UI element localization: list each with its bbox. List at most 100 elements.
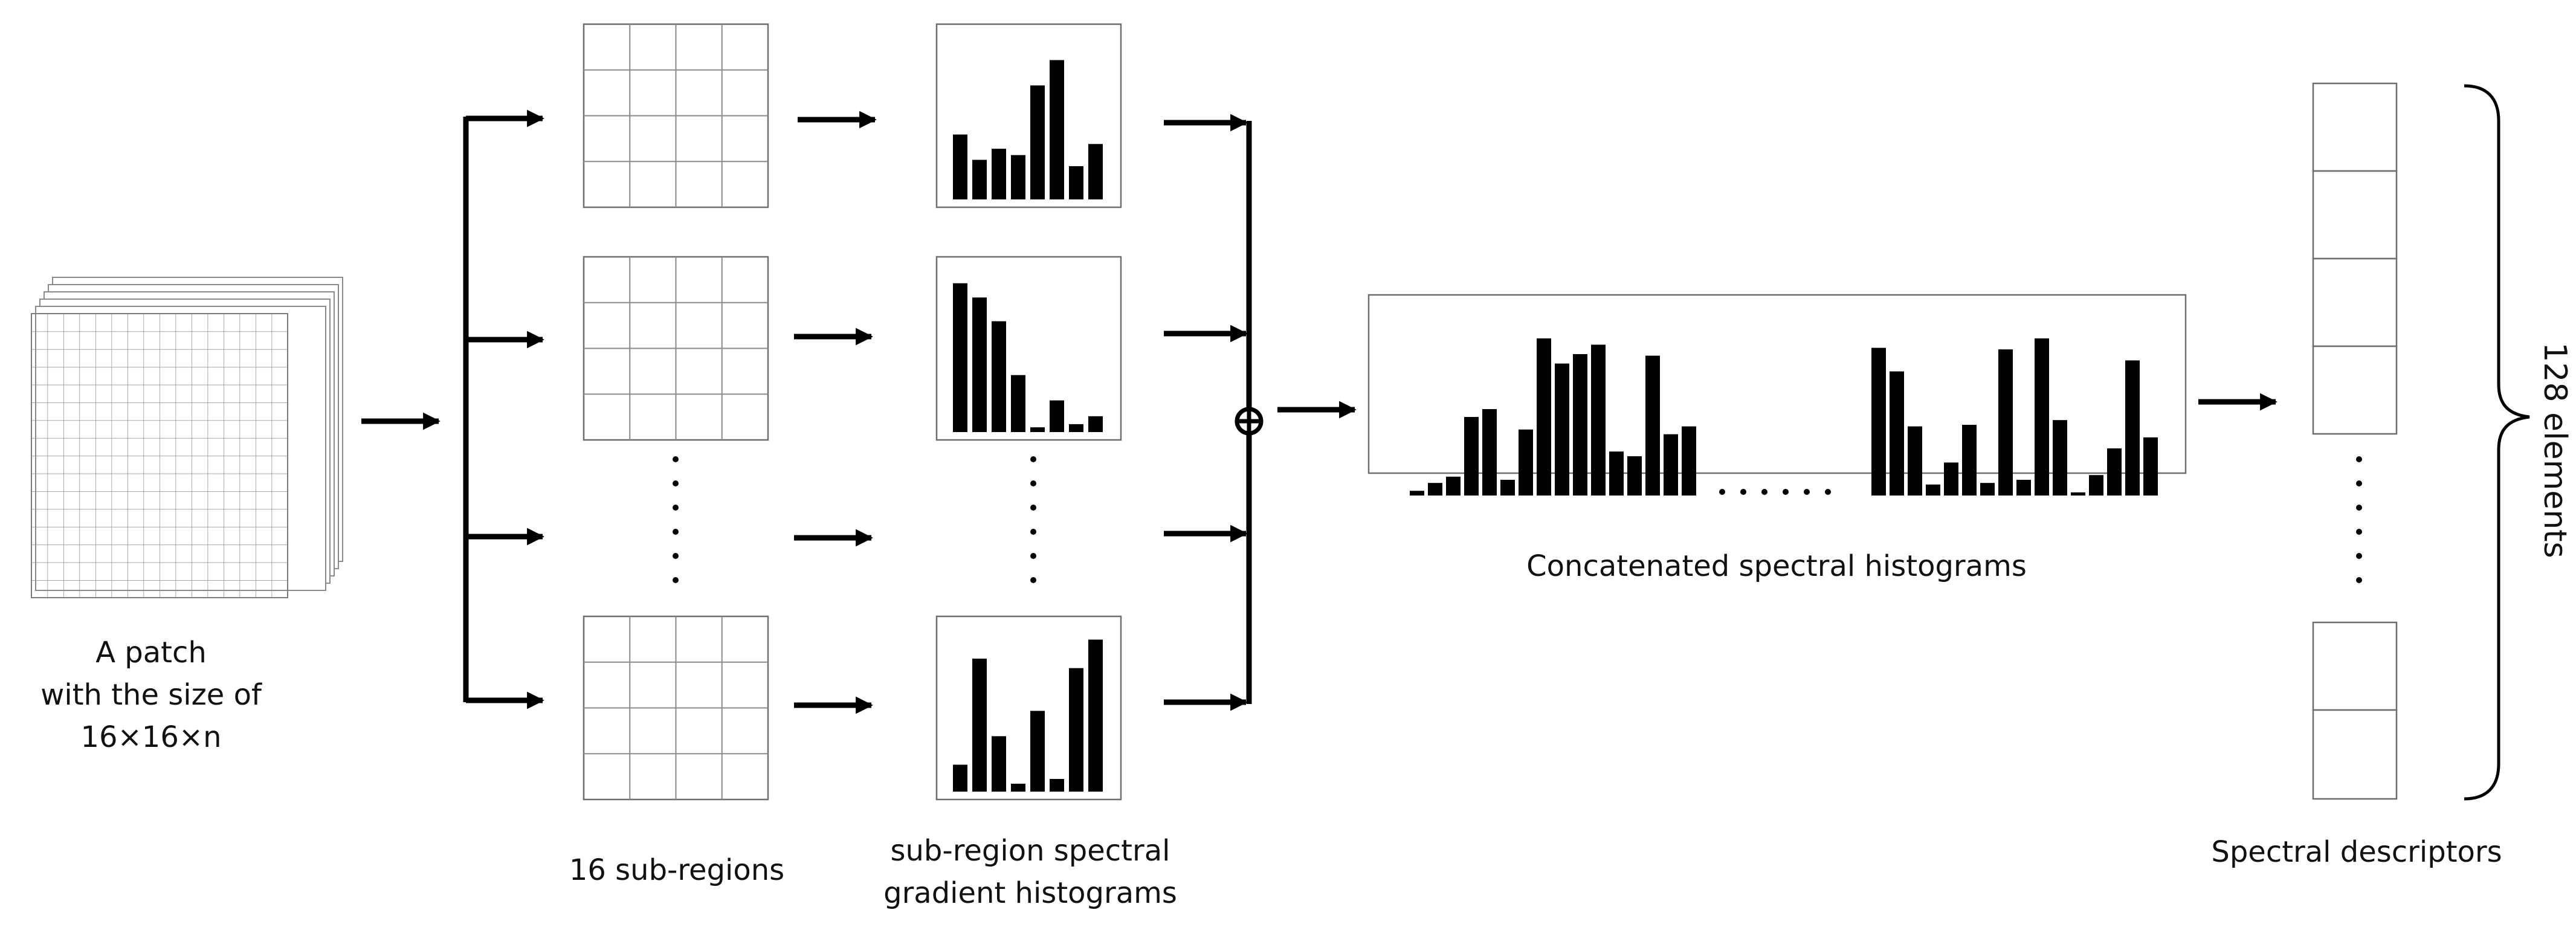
histogram-box xyxy=(935,23,1122,208)
histogram-bar xyxy=(992,736,1006,792)
descriptor-cell xyxy=(2312,82,2398,172)
ellipsis-dot xyxy=(2356,577,2362,583)
ellipsis-dots xyxy=(673,456,2362,583)
ellipsis-dot xyxy=(1030,529,1036,535)
histograms-caption-line2: gradient histograms xyxy=(883,876,1177,910)
histogram-bar xyxy=(953,764,967,792)
histogram-bar xyxy=(1069,424,1083,432)
ellipsis-dot xyxy=(673,577,679,583)
subregion-grid xyxy=(583,23,769,208)
ellipsis-dot xyxy=(1783,489,1789,495)
ellipsis-dot xyxy=(1719,489,1725,495)
histogram-bar xyxy=(2035,338,2049,496)
ellipsis-dot xyxy=(673,480,679,486)
histogram-bar xyxy=(1555,363,1569,496)
histogram-bar xyxy=(1069,668,1083,792)
histogram-bar xyxy=(1410,491,1424,496)
histogram-bar xyxy=(1030,427,1045,432)
branch-bracket xyxy=(463,109,544,709)
histogram-bar xyxy=(953,134,967,199)
histogram-bar xyxy=(1871,347,1886,496)
subregion-grid xyxy=(583,615,769,801)
histogram-bar xyxy=(2125,360,2140,496)
histogram-bar xyxy=(1591,344,1606,496)
descriptor-column xyxy=(2312,82,2398,800)
histogram-bar xyxy=(1030,85,1045,199)
patch-caption-line1: A patch xyxy=(95,636,207,670)
histogram-bar xyxy=(1500,480,1515,496)
histogram-bar xyxy=(1088,639,1103,792)
ellipsis-dot xyxy=(673,553,679,559)
patch-caption-line2: with the size of 16×16×n xyxy=(40,678,262,754)
histogram-bar xyxy=(1011,375,1025,432)
ellipsis-dot xyxy=(1030,456,1036,462)
descriptor-cell xyxy=(2312,257,2398,347)
histogram-bar xyxy=(1682,426,1696,496)
descriptor-cell xyxy=(2312,709,2398,800)
ellipsis-dot xyxy=(1825,489,1831,495)
elements-label: 128 elements xyxy=(2537,342,2573,558)
ellipsis-dot xyxy=(673,456,679,462)
histogram-bar xyxy=(1926,484,1940,496)
descriptor-cell xyxy=(2312,345,2398,435)
histogram-bar xyxy=(1011,783,1025,792)
histogram-bar xyxy=(1664,434,1678,496)
histograms-caption-line1: sub-region spectral xyxy=(890,834,1170,868)
right-brace xyxy=(2464,84,2530,801)
histogram-bar xyxy=(1627,456,1642,496)
histogram-bar xyxy=(1890,371,1904,496)
patch-grid xyxy=(31,313,288,598)
histogram-bar xyxy=(1011,155,1025,199)
ellipsis-dot xyxy=(2356,529,2362,535)
histogram-box xyxy=(935,615,1122,801)
ellipsis-dot xyxy=(673,505,679,511)
subregion-histograms xyxy=(935,23,1122,801)
ellipsis-dot xyxy=(1740,489,1746,495)
histogram-bar xyxy=(1050,779,1064,792)
histogram-bar xyxy=(953,283,967,432)
patch-stack xyxy=(31,277,343,598)
histogram-bar xyxy=(972,658,987,792)
histogram-bar xyxy=(1998,349,2013,496)
histogram-bar xyxy=(1030,711,1045,792)
ellipsis-dot xyxy=(2356,553,2362,559)
histogram-bar xyxy=(2089,475,2103,496)
histogram-bar xyxy=(992,149,1006,199)
arrows-grid-hist xyxy=(794,111,877,714)
ellipsis-dot xyxy=(1030,505,1036,511)
histogram-bar xyxy=(1464,417,1479,496)
histogram-bar xyxy=(2053,420,2067,496)
ellipsis-dot xyxy=(2356,505,2362,511)
histogram-bar xyxy=(1519,429,1533,496)
histogram-box xyxy=(935,256,1122,441)
histogram-bar xyxy=(1088,416,1103,432)
histogram-bar xyxy=(1609,451,1624,496)
histogram-bar xyxy=(1069,166,1083,199)
histogram-bar xyxy=(1980,483,1995,496)
descriptor-cell xyxy=(2312,621,2398,711)
ellipsis-dot xyxy=(673,529,679,535)
ellipsis-dot xyxy=(2356,480,2362,486)
histogram-bar xyxy=(2071,492,2085,496)
histogram-bar xyxy=(1537,338,1551,496)
histogram-bar xyxy=(1482,409,1497,496)
ellipsis-dot xyxy=(2356,456,2362,462)
ellipsis-dot xyxy=(1030,480,1036,486)
descriptor-cell xyxy=(2312,170,2398,260)
histogram-bar xyxy=(1962,425,1977,496)
histogram-bar xyxy=(1645,355,1660,496)
patch-caption: A patch with the size of 16×16×n xyxy=(0,631,302,758)
histogram-bar xyxy=(2143,437,2158,496)
histogram-bar xyxy=(1050,60,1064,199)
subregion-grids xyxy=(583,23,769,801)
histogram-bar xyxy=(972,160,987,199)
merge-bracket xyxy=(1164,114,1252,711)
concat-operator-icon xyxy=(1235,407,1264,436)
concat-histogram xyxy=(1410,338,2158,496)
ellipsis-dot xyxy=(1761,489,1767,495)
histogram-bar xyxy=(1908,426,1922,496)
histogram-bar xyxy=(1088,144,1103,199)
ellipsis-dot xyxy=(1030,553,1036,559)
